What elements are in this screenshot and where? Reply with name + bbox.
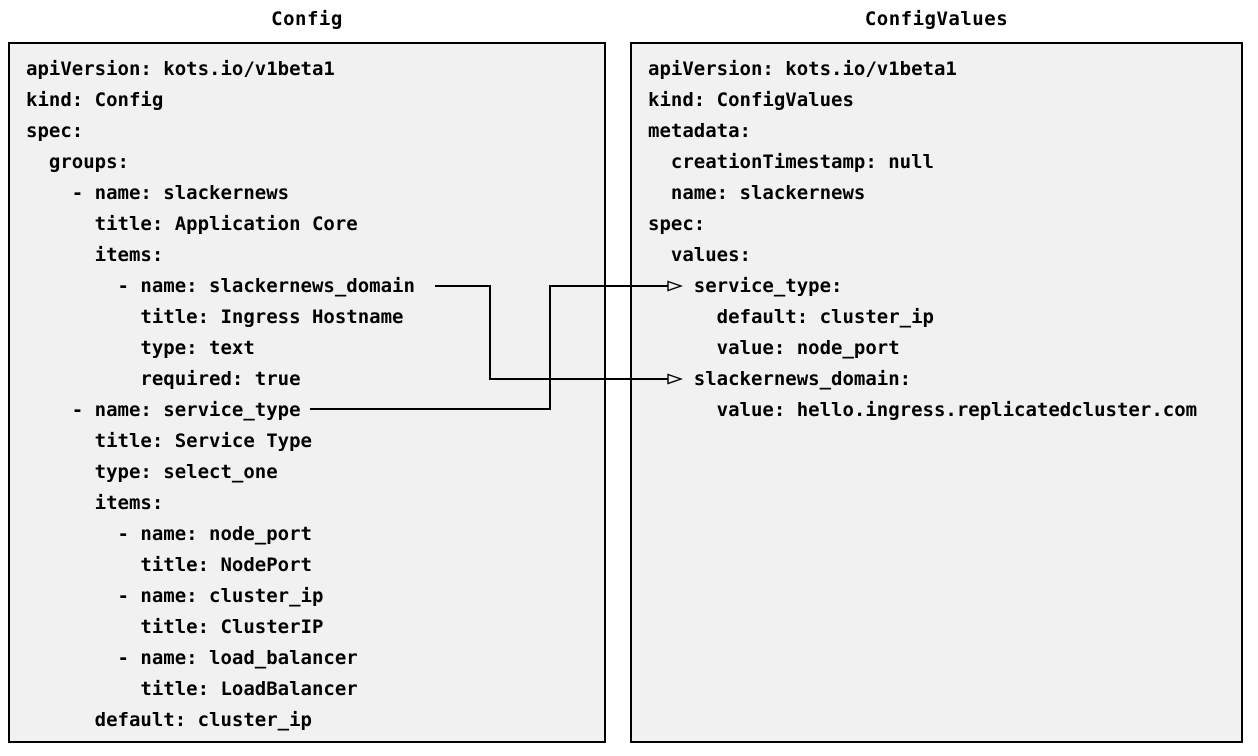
yaml-line: - name: node_port [26, 523, 312, 545]
yaml-line: creationTimestamp: null [648, 151, 934, 173]
yaml-line: spec: [26, 120, 84, 142]
yaml-line: value: node_port [648, 337, 900, 359]
yaml-line: title: ClusterIP [26, 616, 324, 638]
config-panel-title: Config [271, 8, 343, 30]
yaml-line: apiVersion: kots.io/v1beta1 [26, 58, 335, 80]
yaml-line: title: Application Core [26, 213, 358, 235]
yaml-line: items: [26, 244, 164, 266]
yaml-line: items: [26, 492, 164, 514]
config-yaml-box: apiVersion: kots.io/v1beta1 kind: Config… [8, 42, 606, 743]
yaml-line: required: true [26, 368, 301, 390]
yaml-line: spec: [648, 213, 706, 235]
yaml-line: default: cluster_ip [26, 709, 312, 731]
yaml-line: title: Ingress Hostname [26, 306, 404, 328]
yaml-line: apiVersion: kots.io/v1beta1 [648, 58, 957, 80]
yaml-line: - name: load_balancer [26, 647, 358, 669]
yaml-line: values: [648, 244, 751, 266]
configvalues-panel-title: ConfigValues [864, 8, 1009, 30]
yaml-line: title: LoadBalancer [26, 678, 358, 700]
yaml-line-slackernews-domain-target: slackernews_domain: [648, 368, 912, 390]
yaml-line: name: slackernews [648, 182, 866, 204]
yaml-line: title: Service Type [26, 430, 312, 452]
yaml-line: metadata: [648, 120, 751, 142]
yaml-line: type: text [26, 337, 255, 359]
yaml-line: - name: slackernews [26, 182, 290, 204]
yaml-line: value: hello.ingress.replicatedcluster.c… [648, 399, 1198, 421]
yaml-line: kind: ConfigValues [648, 89, 854, 111]
yaml-line-slackernews-domain-source: - name: slackernews_domain [26, 275, 415, 297]
yaml-line: groups: [26, 151, 129, 173]
yaml-line-service-type-target: service_type: [648, 275, 843, 297]
yaml-line: - name: cluster_ip [26, 585, 324, 607]
yaml-line-service-type-source: - name: service_type [26, 399, 301, 421]
yaml-line: kind: Config [26, 89, 164, 111]
yaml-line: default: cluster_ip [648, 306, 934, 328]
yaml-line: title: NodePort [26, 554, 312, 576]
configvalues-yaml-box: apiVersion: kots.io/v1beta1 kind: Config… [630, 42, 1243, 743]
yaml-line: type: select_one [26, 461, 278, 483]
